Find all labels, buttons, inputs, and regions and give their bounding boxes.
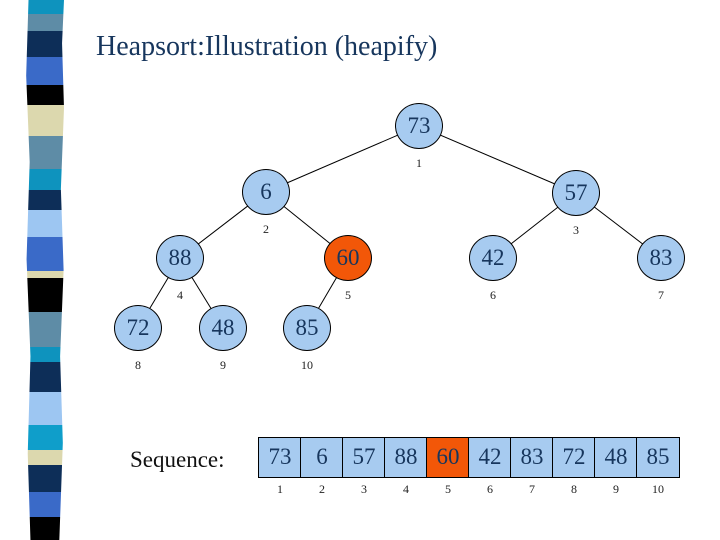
title-part1: Heapsort: <box>96 31 205 62</box>
sequence-cell-index: 5 <box>445 482 451 496</box>
tree-node: 72 8 <box>114 305 162 373</box>
tree-node-circle: 57 <box>552 170 600 216</box>
tree-node-circle: 88 <box>156 235 204 281</box>
stripe-segment <box>26 271 64 278</box>
tree-node-circle-highlighted: 60 <box>324 235 372 281</box>
node-index: 2 <box>263 222 269 236</box>
sequence-cell-index: 2 <box>319 482 325 496</box>
tree-node-circle: 42 <box>469 235 517 281</box>
stripe-segment <box>26 492 64 517</box>
sequence-cell: 48 <box>594 437 638 478</box>
sequence-cell-index: 10 <box>652 482 664 496</box>
stripe-segment <box>26 210 64 237</box>
sequence-cell-index: 8 <box>571 482 577 496</box>
sequence-cell-index: 1 <box>277 482 283 496</box>
stripe-segment <box>26 392 64 425</box>
node-index: 8 <box>135 358 141 372</box>
node-index: 6 <box>490 288 496 302</box>
node-value: 42 <box>481 245 505 270</box>
sequence-cell: 57 <box>342 437 386 478</box>
stripe-segment <box>26 278 64 312</box>
node-index: 9 <box>220 358 226 372</box>
node-value: 85 <box>295 315 319 340</box>
stripe-segment <box>26 465 64 492</box>
node-index: 3 <box>573 223 579 237</box>
sequence-cell-index: 7 <box>529 482 535 496</box>
stripe-segment <box>26 237 64 271</box>
stripe-segment <box>26 312 64 347</box>
tree-node-circle: 48 <box>199 305 247 351</box>
node-value: 57 <box>564 180 588 205</box>
sequence-cell-highlighted: 60 <box>426 437 470 478</box>
sequence-cell-index: 9 <box>613 482 619 496</box>
stripe-segment <box>26 85 64 105</box>
stripe-segment <box>26 190 64 210</box>
sequence-cell: 72 <box>552 437 596 478</box>
tree-node: 83 7 <box>637 235 685 303</box>
tree-node-circle: 6 <box>242 169 290 215</box>
node-index: 4 <box>177 288 183 302</box>
node-index: 10 <box>301 358 313 372</box>
node-value: 73 <box>407 113 431 138</box>
node-index: 5 <box>345 288 351 302</box>
sequence-cell: 83 <box>510 437 554 478</box>
sequence-cell: 73 <box>258 437 302 478</box>
tree-node: 73 1 <box>395 103 443 171</box>
tree-node: 85 10 <box>283 305 331 373</box>
tree-node-circle: 85 <box>283 305 331 351</box>
tree-node: 48 9 <box>199 305 247 373</box>
node-value: 48 <box>211 315 235 340</box>
node-value: 88 <box>168 245 192 270</box>
node-value: 83 <box>649 245 673 270</box>
stripe-segment <box>26 450 64 465</box>
sequence-cell-index: 3 <box>361 482 367 496</box>
stripe-segment <box>26 425 64 450</box>
sequence-cell: 85 <box>636 437 680 478</box>
stripe-segment <box>26 0 64 14</box>
stripe-segment <box>26 347 64 362</box>
node-index: 1 <box>416 156 422 170</box>
node-value: 6 <box>260 179 272 204</box>
sequence-cell: 6 <box>300 437 344 478</box>
stripe-segment <box>26 105 64 136</box>
tree-node: 57 3 <box>552 170 600 238</box>
tree-node-circle: 73 <box>395 103 443 149</box>
page-title: Heapsort:Illustration (heapify) <box>96 31 437 63</box>
node-value: 72 <box>126 315 150 340</box>
title-part2: Illustration (heapify) <box>204 31 438 62</box>
stripe-segment <box>26 31 64 57</box>
left-decorative-stripe <box>26 0 64 540</box>
tree-node: 60 5 <box>324 235 372 303</box>
tree-node-circle: 72 <box>114 305 162 351</box>
node-index: 7 <box>658 288 664 302</box>
stripe-segment <box>26 136 64 169</box>
sequence-cell: 42 <box>468 437 512 478</box>
stripe-segment <box>26 517 64 540</box>
sequence-cell-index: 6 <box>487 482 493 496</box>
sequence-cell: 88 <box>384 437 428 478</box>
stripe-segment <box>26 362 64 392</box>
tree-node-circle: 83 <box>637 235 685 281</box>
tree-node: 88 4 <box>156 235 204 303</box>
tree-node: 42 6 <box>469 235 517 303</box>
node-value: 60 <box>336 245 360 270</box>
sequence-label: Sequence: <box>130 447 225 472</box>
stripe-segment <box>26 169 64 190</box>
stripe-segment <box>26 14 64 31</box>
stripe-segment <box>26 57 64 85</box>
sequence-cell-index: 4 <box>403 482 409 496</box>
